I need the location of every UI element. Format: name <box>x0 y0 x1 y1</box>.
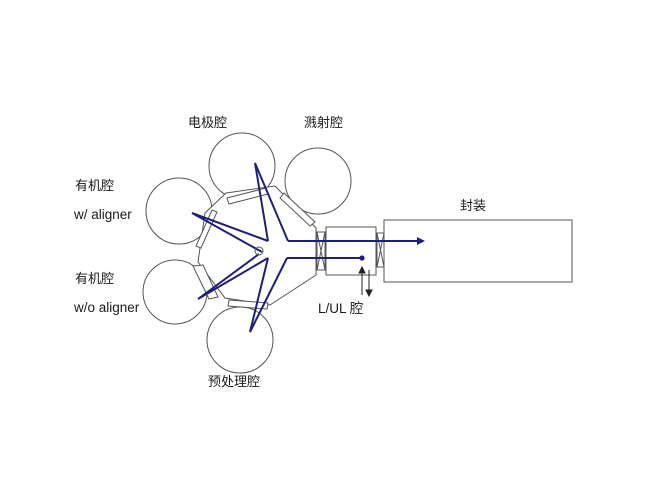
loadlock-chamber <box>325 226 377 276</box>
encapsulation-box <box>383 219 573 283</box>
chamber-pretreat <box>206 306 274 374</box>
label-loadlock: L/UL 腔 <box>318 301 364 316</box>
sublabel-organic-aligner: w/ aligner <box>74 207 132 222</box>
loadlock-endpoint <box>359 255 365 261</box>
arrow-to-encapsulation <box>417 237 425 245</box>
label-pretreat: 预处理腔 <box>208 375 261 390</box>
label-organic-no-aligner: 有机腔 <box>75 272 115 287</box>
sublabel-organic-no-aligner: w/o aligner <box>74 300 140 315</box>
transfer-paths <box>191 162 418 333</box>
label-sputter: 溅射腔 <box>304 116 344 131</box>
loadlock-updown-arrows <box>358 265 373 298</box>
chamber-sputter <box>284 147 352 215</box>
aligner-marker <box>254 246 264 256</box>
gate-sputter <box>279 192 316 227</box>
gate-loadlock-in <box>316 231 326 271</box>
label-encapsulation: 封装 <box>460 199 487 214</box>
label-electrode: 电极腔 <box>188 116 228 131</box>
label-organic-aligner: 有机腔 <box>75 179 115 194</box>
gate-loadlock-out <box>376 232 385 268</box>
